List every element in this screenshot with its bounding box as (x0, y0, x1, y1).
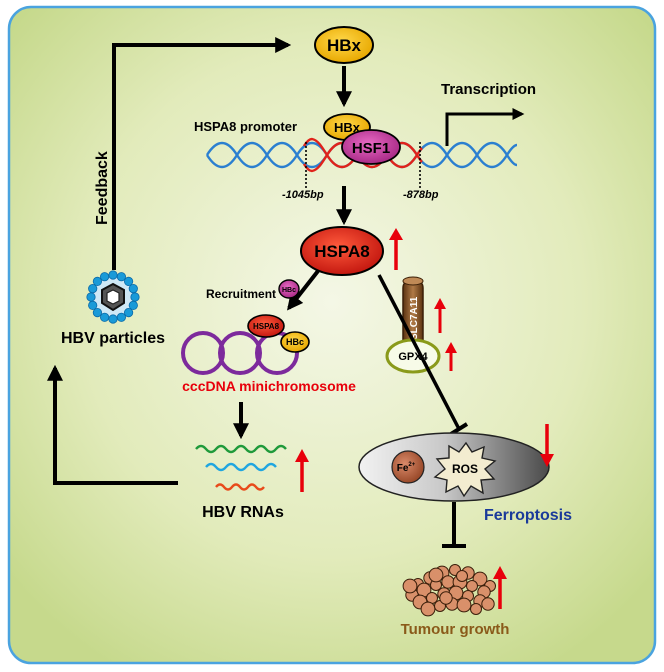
hsf1-node (341, 129, 401, 165)
hspa8-bound-label: HSPA8 (253, 322, 280, 331)
down-arrow-icon (540, 424, 554, 467)
hbc-bound-node (280, 331, 310, 353)
up-arrow-icon (295, 449, 309, 492)
hbx-node (314, 26, 374, 64)
recruitment-arrow (287, 269, 320, 311)
hspa8-node (300, 226, 384, 276)
feedback-label: Feedback (94, 151, 111, 225)
cccdna-label: cccDNA minichromosome (182, 378, 356, 394)
tumour-growth-label: Tumour growth (401, 621, 510, 638)
feedback-arrow (112, 37, 292, 270)
transcription-arrow (445, 108, 525, 146)
tumour-inhibition (442, 502, 466, 548)
hbv-rnas-label: HBV RNAs (202, 504, 284, 521)
rna-to-particles-arrow (47, 364, 178, 485)
bp-right-label: -878bp (403, 189, 439, 201)
tumour-cells-icon (402, 564, 496, 617)
recruitment-label: Recruitment (206, 287, 276, 301)
iron-ion-icon: Fe2+ (391, 450, 425, 484)
hspa8-bound-node (247, 314, 285, 338)
hbc-free-node (278, 279, 300, 299)
transcription-label: Transcription (441, 81, 536, 98)
hbc-bound-label: HBc (286, 337, 304, 347)
up-arrow-icon (434, 298, 446, 333)
up-arrow-icon (389, 228, 403, 270)
hspa8-label: HSPA8 (314, 242, 369, 261)
hbx-label: HBx (327, 36, 362, 55)
up-arrow-icon (445, 342, 457, 371)
fe-label: Fe2+ (397, 462, 416, 474)
hbv-particles-label: HBV particles (61, 330, 165, 347)
hsf1-label: HSF1 (352, 140, 390, 157)
virus-particle-icon (86, 270, 140, 324)
hbc-free-label: HBc (282, 287, 296, 294)
diagram-panel (7, 5, 657, 665)
slc7a11-label: SLC7A11 (409, 296, 420, 340)
hspa8-promoter-label: HSPA8 promoter (194, 119, 297, 134)
hbv-rnas (195, 444, 287, 491)
bp-left-label: -1045bp (282, 189, 324, 201)
up-arrow-icon (493, 566, 507, 609)
ros-star-icon: ROS (433, 441, 497, 498)
hbx-bound-label: HBx (334, 120, 361, 135)
ros-label: ROS (452, 462, 478, 476)
ferroptosis-label: Ferroptosis (484, 507, 572, 524)
